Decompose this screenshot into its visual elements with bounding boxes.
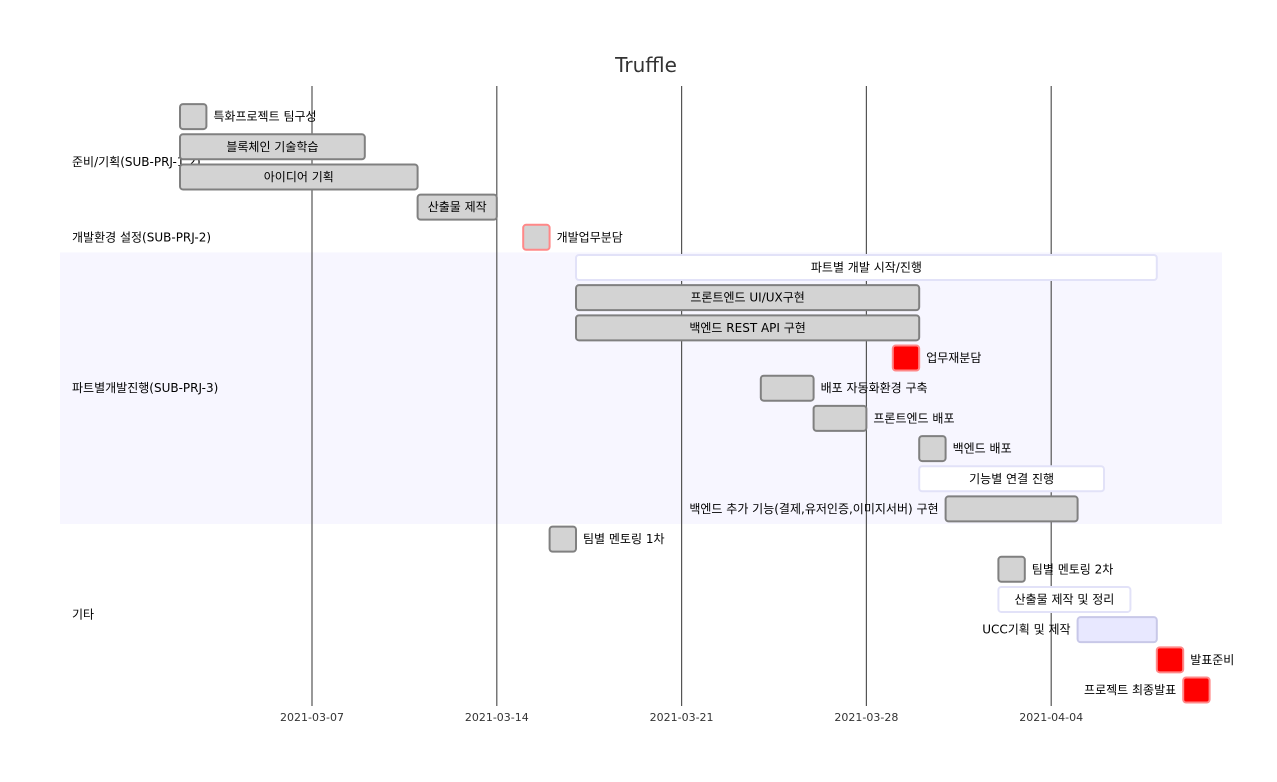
task-label-7: 백엔드 REST API 구현 [689,321,806,335]
task-bar-14 [548,525,577,553]
task-bar-16 [997,585,1132,613]
task-label-16: 산출물 제작 및 정리 [1015,592,1115,606]
task-bar-9 [759,374,815,402]
task-bar-6 [575,284,921,312]
section-label: 기타 [72,608,94,622]
task-label-1: 블록체인 기술학습 [226,140,318,154]
task-label-6: 프론트엔드 UI/UX구현 [690,291,804,305]
task-label-10: 프론트엔드 배포 [873,411,954,425]
task-bar-3 [416,193,498,221]
task-label-12: 기능별 연결 진행 [969,471,1054,486]
section-labels: 준비/기획(SUB-PRJ-1,2) 개발환경 설정(SUB-PRJ-2) 파트별개… [72,155,218,622]
task-label-0: 특화프로젝트 팀구성 [213,110,316,124]
task-bar-4 [522,223,551,251]
task-bar-7 [575,314,921,342]
task-bar-17 [1076,616,1158,644]
task-bar-12 [918,465,1106,493]
x-axis-ticks: 2021-03-07 2021-03-14 2021-03-21 2021-03-28… [280,711,1083,724]
task-label-13: 백엔드 추가 기능(결제,유저인증,이미지서버) 구현 [689,502,938,516]
task-label-19: 프로젝트 최종발표 [1084,683,1176,697]
task-label-14: 팀별 멘토링 1차 [583,532,665,546]
section-label: 파트별개발진행(SUB-PRJ-3) [72,380,218,395]
task-label-18: 발표준비 [1190,653,1234,667]
task-bar-0 [179,103,208,131]
task-bar-15 [997,555,1026,583]
task-bar-8 [891,344,921,372]
chart-title: Truffle [614,53,677,77]
task-bar-13 [944,495,1079,523]
x-tick-label: 2021-03-07 [280,711,344,724]
task-label-15: 팀별 멘토링 2차 [1032,562,1114,576]
x-tick-label: 2021-04-04 [1019,711,1083,724]
task-bar-11 [918,435,947,463]
task-bar-2 [179,163,419,191]
task-label-3: 산출물 제작 [428,200,487,214]
task-bar-1 [179,133,366,161]
task-label-5: 파트별 개발 시작/진행 [811,259,922,274]
x-tick-label: 2021-03-21 [650,711,714,724]
task-bar-10 [812,404,868,432]
task-label-2: 아이디어 기획 [264,170,334,184]
task-label-9: 배포 자동화환경 구축 [821,381,928,395]
task-label-11: 백엔드 배포 [953,442,1012,456]
task-label-8: 업무재분담 [926,351,981,365]
x-tick-label: 2021-03-14 [465,711,529,724]
section-label: 개발환경 설정(SUB-PRJ-2) [72,230,211,244]
task-label-4: 개발업무분담 [557,230,623,244]
task-label-17: UCC기획 및 제작 [982,623,1070,637]
task-bar-18 [1155,646,1185,674]
task-bar-5 [575,253,1158,281]
section-label: 준비/기획(SUB-PRJ-1,2) [72,155,201,169]
task-bar-19 [1182,676,1211,704]
x-tick-label: 2021-03-28 [834,711,898,724]
